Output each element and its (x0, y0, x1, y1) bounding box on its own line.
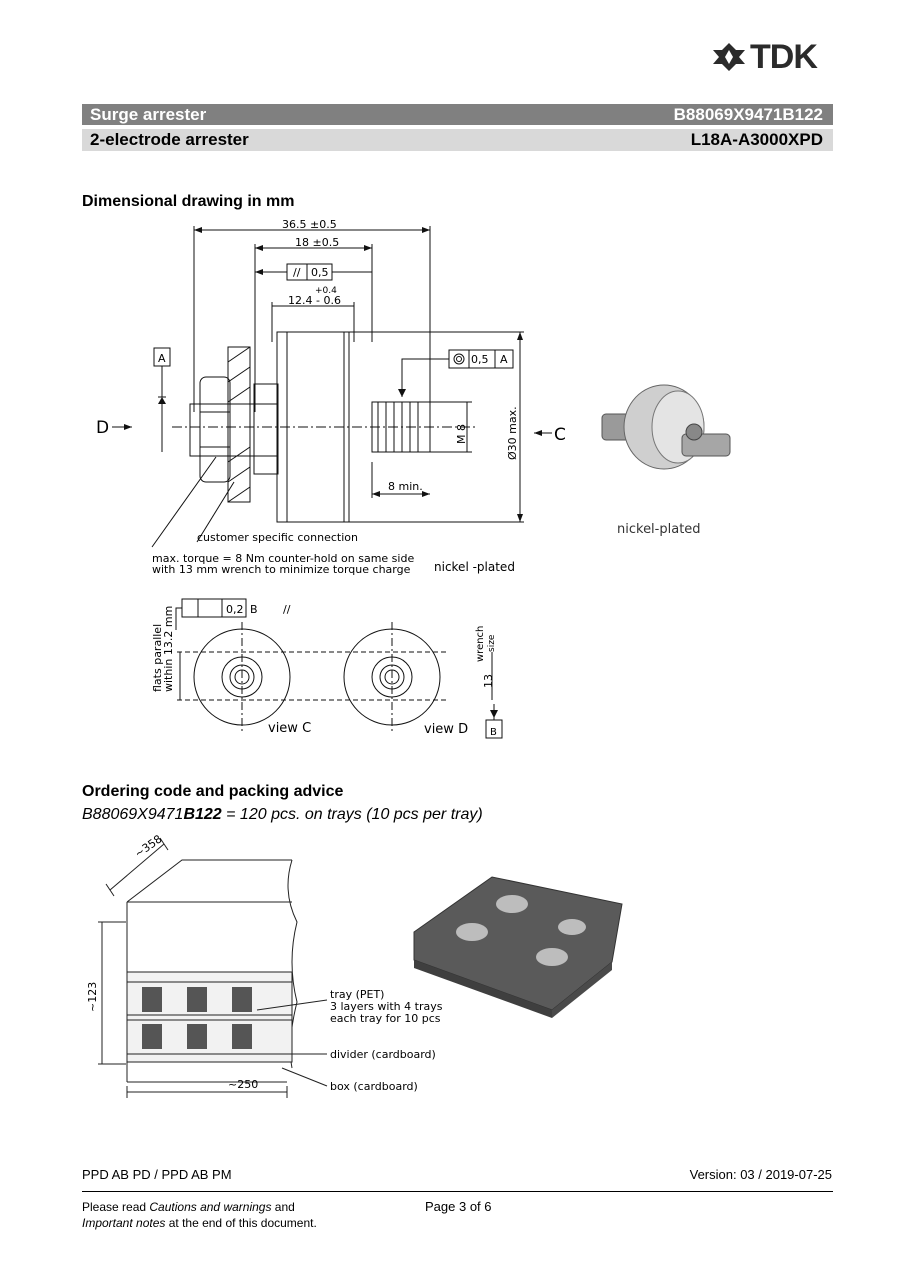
dim-depth: ~358 (132, 832, 164, 860)
footer-note-1c: and (271, 1200, 295, 1214)
datum-a: A (158, 352, 166, 365)
torque-note-2: with 13 mm wrench to minimize torque cha… (152, 563, 411, 576)
page-number: Page 3 of 6 (425, 1199, 492, 1214)
footer-note-1b: Cautions and warnings (149, 1200, 272, 1214)
view-c-label: view C (268, 721, 311, 736)
type-code: L18A-A3000XPD (690, 130, 823, 149)
footer-note-2b: at the end of this document. (165, 1216, 317, 1230)
dimensional-title: Dimensional drawing in mm (82, 193, 295, 210)
footer-version: Version: 03 / 2019-07-25 (689, 1167, 832, 1182)
header-bar-type: 2-electrode arrester L18A-A3000XPD (82, 129, 833, 151)
tray-illustration (413, 876, 623, 1018)
footer-department: PPD AB PD / PPD AB PM (82, 1167, 232, 1182)
dim-diameter: Ø30 max. (506, 406, 519, 460)
dim-thread-length: 8 min. (388, 480, 423, 493)
dim-thread: M 8 (455, 424, 468, 444)
footer-note: Please read Cautions and warnings and Im… (82, 1199, 317, 1231)
label-d: D (96, 418, 109, 438)
ordering-title: Ordering code and packing advice (82, 783, 344, 800)
customer-note: customer specific connection (197, 531, 358, 544)
dim-concentric-tol: 0,5 (471, 353, 489, 366)
footer-divider (82, 1191, 833, 1192)
dim-body: 18 ±0.5 (295, 236, 339, 249)
dim-parallel-tol-2: 0,2 (226, 603, 244, 616)
tray-label-3: each tray for 10 pcs (330, 1012, 441, 1025)
wrench-note-1: wrench (475, 626, 486, 662)
datum-a-ref: A (500, 353, 508, 366)
photo-caption: nickel-plated (617, 522, 701, 537)
brand-name: TDK (750, 38, 818, 76)
tdk-logo: TDK (712, 40, 836, 74)
tray-label-1: tray (PET) (330, 988, 384, 1001)
plating-note: nickel -plated (434, 560, 515, 574)
wrench-value: 13 (482, 674, 495, 688)
dim-height: ~123 (86, 982, 99, 1012)
packing-drawing: ~358 ~123 ~250 tray (PET) 3 layers with … (86, 832, 623, 1098)
dim-body-inner: 12.4 - 0.6 (288, 294, 341, 307)
flats-note-2: within 13.2 mm (162, 606, 175, 692)
header-bar-product: Surge arrester B88069X9471B122 (82, 104, 833, 125)
dim-parallel-tol: 0,5 (311, 266, 329, 279)
tdk-emblem-icon (713, 43, 745, 71)
box-label: box (cardboard) (330, 1080, 418, 1093)
product-type: 2-electrode arrester (90, 130, 249, 149)
footer-note-2a: Important notes (82, 1216, 166, 1230)
divider-label: divider (cardboard) (330, 1048, 436, 1061)
footer-note-1a: Please read (82, 1200, 150, 1214)
ordering-code-suffix: B122 (183, 806, 222, 823)
dim-overall: 36.5 ±0.5 (282, 218, 337, 231)
product-photo (601, 384, 731, 470)
torque-note-1: max. torque = 8 Nm counter-hold on same … (152, 552, 414, 565)
parallel-symbol: // (293, 266, 301, 279)
ordering-code-line: B88069X9471B122 = 120 pcs. on trays (10 … (82, 806, 483, 824)
datum-b-ref: B (250, 603, 258, 616)
ordering-code-rest: = 120 pcs. on trays (10 pcs per tray) (221, 806, 483, 823)
label-c: C (554, 425, 566, 445)
tray-label-2: 3 layers with 4 trays (330, 1000, 443, 1013)
ordering-code: B88069X9471B122 (673, 105, 823, 124)
dim-tol-plus: +0.4 (315, 286, 337, 296)
dimensional-drawing: // // 36.5 ±0.5 18 ±0.5 0,5 +0.4 12.4 - … (96, 218, 731, 739)
parallel-symbol-2: // (283, 603, 291, 616)
view-d-label: view D (424, 722, 468, 737)
ordering-code-prefix: B88069X9471 (82, 806, 184, 823)
datum-b: B (490, 727, 497, 738)
product-family: Surge arrester (90, 105, 207, 124)
wrench-note-2: size (487, 634, 497, 652)
dim-width: ~250 (228, 1078, 258, 1091)
flats-note-1: flats parallel (151, 624, 164, 692)
